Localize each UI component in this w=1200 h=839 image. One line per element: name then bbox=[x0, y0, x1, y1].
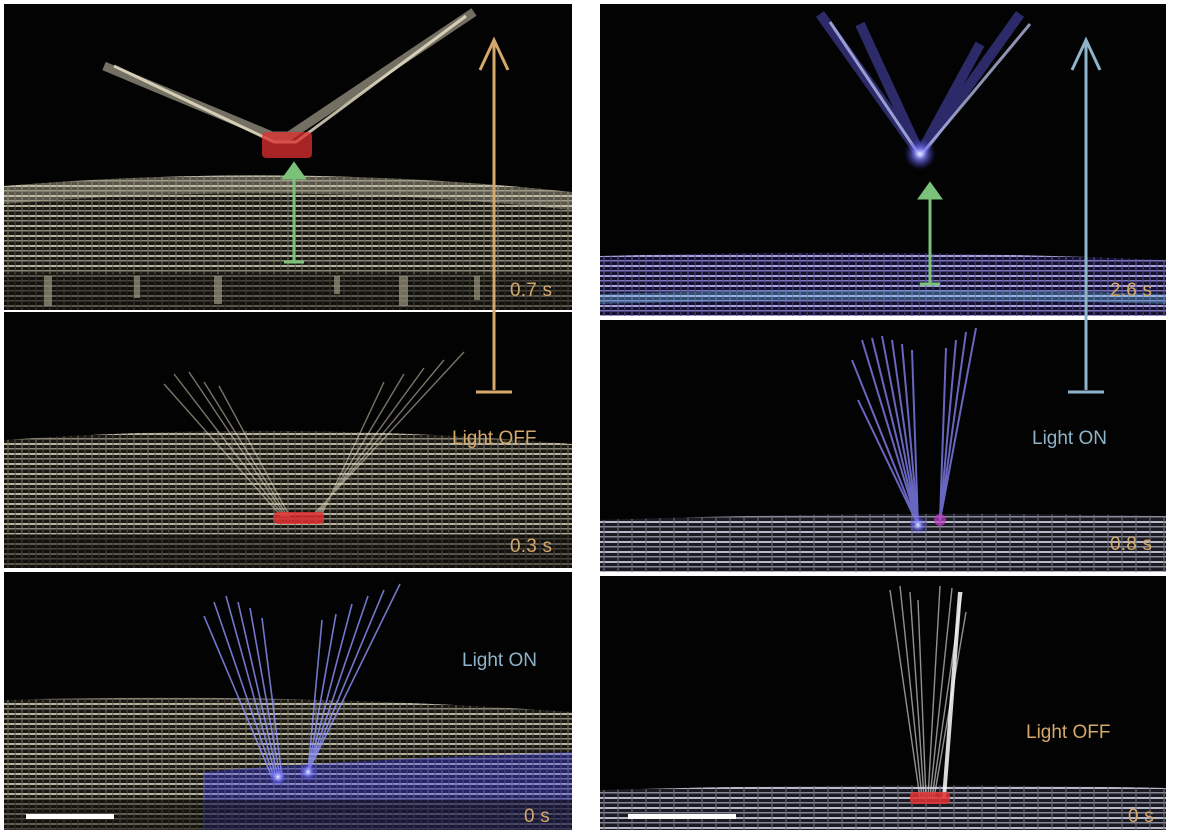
right-middle-scene bbox=[600, 327, 1166, 572]
light-off-label-left: Light OFF bbox=[452, 428, 537, 449]
time-label-right-middle: 0.8 s bbox=[1110, 534, 1153, 555]
time-label-left-middle: 0.3 s bbox=[510, 536, 553, 557]
time-label-left-bottom: 0 s bbox=[524, 806, 550, 827]
time-label-right-top: 2.6 s bbox=[1110, 280, 1153, 301]
frame-left-top bbox=[4, 4, 572, 310]
scale-bar-right bbox=[628, 814, 736, 819]
left-top-scene bbox=[4, 8, 572, 310]
frame-right-bottom bbox=[600, 576, 1166, 830]
light-off-label-right: Light OFF bbox=[1026, 722, 1111, 743]
frame-left-bottom bbox=[4, 572, 572, 830]
frame-right-middle bbox=[600, 320, 1166, 572]
scale-bar-left bbox=[26, 814, 114, 819]
frame-right-top bbox=[600, 4, 1166, 316]
left-bottom-scene bbox=[4, 583, 572, 830]
light-on-label-right: Light ON bbox=[1032, 428, 1107, 449]
time-label-right-bottom: 0 s bbox=[1128, 806, 1154, 827]
frame-left-middle bbox=[4, 312, 572, 568]
right-top-scene bbox=[600, 11, 1166, 316]
right-bottom-scene bbox=[600, 585, 1166, 830]
left-middle-scene bbox=[4, 351, 572, 568]
light-on-label-left: Light ON bbox=[462, 650, 537, 671]
time-label-left-top: 0.7 s bbox=[510, 280, 553, 301]
